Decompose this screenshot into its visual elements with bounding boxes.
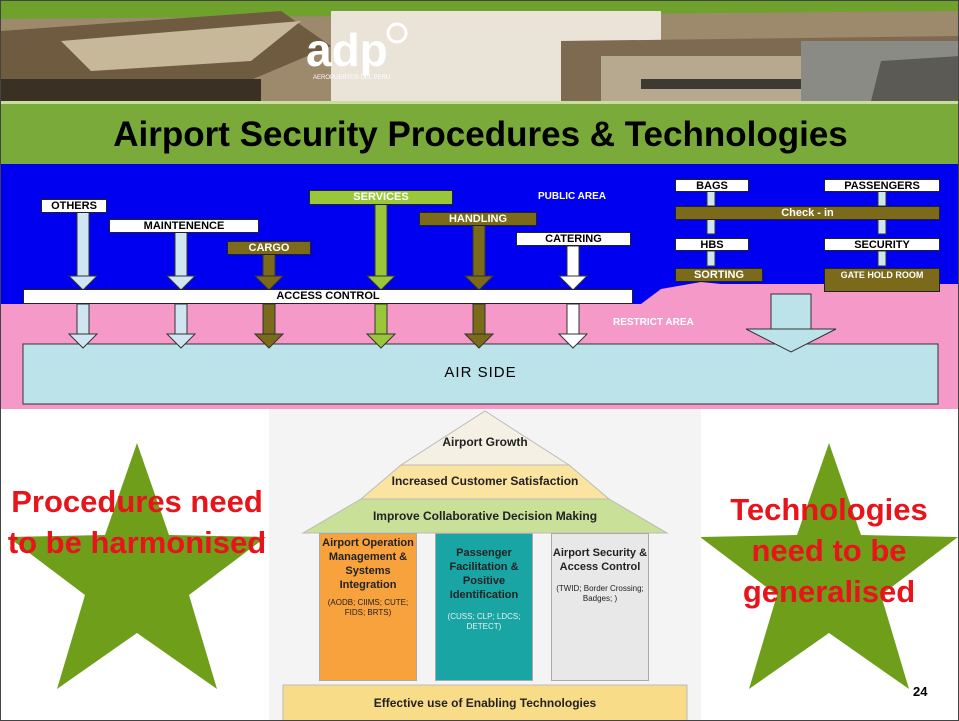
source-cargo: CARGO — [227, 241, 311, 255]
public-area-label: PUBLIC AREA — [538, 191, 606, 202]
terminal-security: SECURITY — [824, 238, 940, 251]
arrow-maintenence-airside — [165, 303, 197, 349]
air-side-label: AIR SIDE — [444, 364, 517, 381]
source-others: OTHERS — [41, 199, 107, 213]
pillar-operations-title: Airport Operation Management & Systems I… — [322, 537, 414, 591]
right-star-text: Technologies need to be generalised — [730, 492, 928, 609]
pillar-security: Airport Security & Access Control (TWID;… — [551, 533, 649, 681]
restrict-area-label: RESTRICT AREA — [613, 317, 694, 328]
header-banner: adp AEROPUERTOS DEL PERU — [1, 1, 958, 101]
slide-title: Airport Security Procedures & Technologi… — [113, 115, 848, 154]
house-tier2-label: Improve Collaborative Decision Making — [372, 509, 598, 523]
arrow-handling-airside — [463, 303, 495, 349]
source-maintenence: MAINTENENCE — [109, 219, 259, 233]
pillar-facilitation-title: Passenger Facilitation & Positive Identi… — [449, 547, 519, 601]
arrow-maintenence — [165, 230, 197, 291]
house-roof-label: Airport Growth — [442, 435, 528, 449]
logo-wordmark: adp — [306, 24, 388, 76]
arrow-others-airside — [67, 303, 99, 349]
pillar-security-title: Airport Security & Access Control — [552, 547, 648, 573]
house-shapes — [282, 410, 688, 720]
pillar-facilitation-detail: (CUSS; CLP; LDCS; DETECT) — [447, 612, 521, 631]
terminal-sorting: SORTING — [675, 268, 763, 282]
pillar-security-detail: (TWID; Border Crossing; Badges; ) — [556, 584, 644, 603]
arrow-handling — [463, 223, 495, 291]
house-tier1-label: Increased Customer Satisfaction — [391, 474, 579, 488]
terminal-bags: BAGS — [675, 179, 749, 192]
arrow-cargo-airside — [253, 303, 285, 349]
pillar-facilitation: Passenger Facilitation & Positive Identi… — [435, 533, 533, 681]
terminal-gate-hold-room: GATE HOLD ROOM — [824, 268, 940, 292]
terminal-hbs: HBS — [675, 238, 749, 251]
arrow-terminal-airside — [745, 293, 837, 353]
adp-logo: adp AEROPUERTOS DEL PERU — [301, 21, 411, 81]
strategy-house-diagram: Airport Growth Increased Customer Satisf… — [269, 409, 701, 720]
pillar-operations: Airport Operation Management & Systems I… — [319, 533, 417, 681]
logo-graphic: adp AEROPUERTOS DEL PERU — [306, 22, 408, 81]
title-bar: Airport Security Procedures & Technologi… — [1, 101, 958, 166]
arrow-services — [365, 203, 397, 291]
source-handling: HANDLING — [419, 212, 537, 226]
left-star-text: Procedures need to be harmonised — [7, 484, 267, 560]
house-base-label: Effective use of Enabling Technologies — [373, 696, 597, 710]
terminal-checkin: Check - in — [675, 206, 940, 220]
arrow-catering-airside — [557, 303, 589, 349]
banner-photo-collage — [1, 1, 958, 101]
right-star-shape — [700, 443, 958, 689]
access-control-bar: ACCESS CONTROL — [23, 289, 633, 304]
arrow-others — [67, 210, 99, 291]
page-number: 24 — [913, 684, 928, 699]
source-catering: CATERING — [516, 232, 631, 246]
logo-subtext: AEROPUERTOS DEL PERU — [313, 75, 390, 81]
left-star-shape — [8, 443, 266, 689]
security-flow-diagram: PUBLIC AREA RESTRICT AREA OTHERS MAINTEN… — [1, 164, 958, 409]
arrow-services-airside — [365, 303, 397, 349]
source-services: SERVICES — [309, 190, 453, 205]
flow-background — [1, 164, 958, 409]
arrow-catering — [557, 245, 589, 291]
pillar-operations-detail: (AODB; CIIMS; CUTE; FIDS; BRTS) — [327, 598, 409, 617]
terminal-passengers: PASSENGERS — [824, 179, 940, 192]
